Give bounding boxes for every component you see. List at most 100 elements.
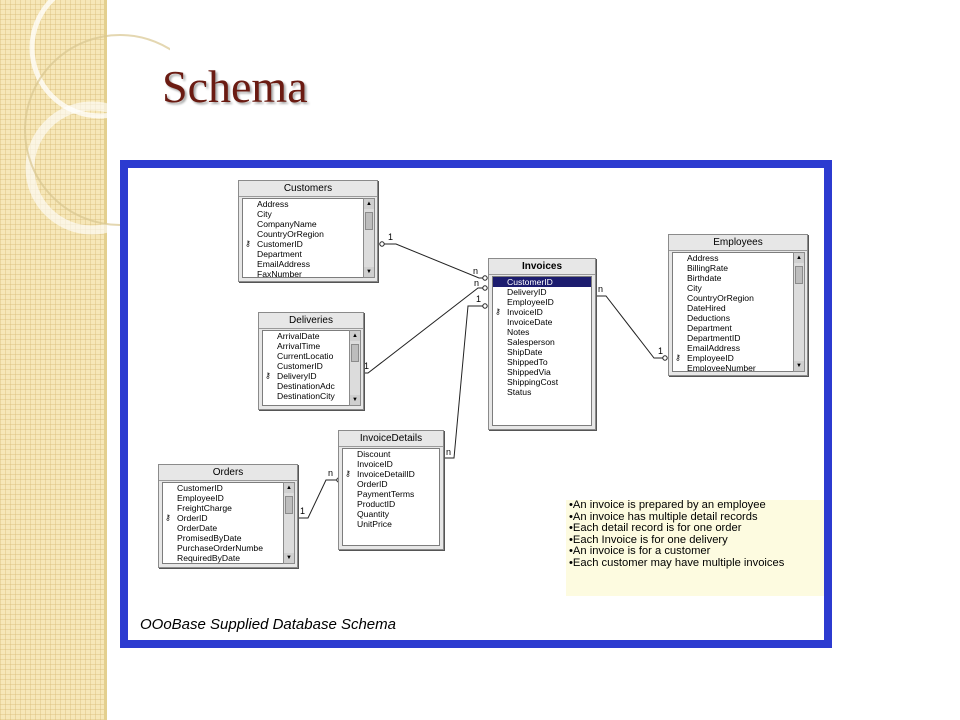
field-item[interactable]: ShippedVia <box>507 367 551 377</box>
field-item[interactable]: FaxNumber <box>257 269 302 278</box>
field-item[interactable]: PaymentTerms <box>357 489 415 499</box>
field-item[interactable]: CustomerID <box>177 483 223 493</box>
cardinality-label: 1 <box>388 232 394 242</box>
scrollbar[interactable]: ▲ ▼ <box>363 198 375 278</box>
field-item-primary-key[interactable]: ⚷OrderID <box>165 513 208 523</box>
table-title: Invoices <box>489 259 595 275</box>
field-item[interactable]: InvoiceDate <box>507 317 553 327</box>
field-item[interactable]: ShippedTo <box>507 357 548 367</box>
scroll-thumb[interactable] <box>795 266 803 284</box>
scroll-thumb[interactable] <box>365 212 373 230</box>
field-item-selected[interactable]: CustomerID <box>493 277 591 287</box>
field-item[interactable]: City <box>687 283 702 293</box>
schema-canvas: 1 n n 1 1 n n 1 n 1 Customers Address Ci… <box>128 168 824 640</box>
field-item[interactable]: ArrivalDate <box>277 331 320 341</box>
key-icon: ⚷ <box>345 469 351 478</box>
table-orders[interactable]: Orders CustomerID EmployeeID FreightChar… <box>158 464 298 568</box>
field-item[interactable]: EmailAddress <box>687 343 741 353</box>
scroll-thumb[interactable] <box>285 496 293 514</box>
relation-invoicedetails-invoices <box>442 305 485 459</box>
field-item[interactable]: ArrivalTime <box>277 341 321 351</box>
table-invoices[interactable]: Invoices CustomerID DeliveryID EmployeeI… <box>488 258 596 430</box>
field-item[interactable]: CountryOrRegion <box>687 293 754 303</box>
note-item: •Each detail record is for one order <box>569 522 742 534</box>
note-item: •An invoice is for a customer <box>569 545 711 557</box>
cardinality-label: n <box>474 278 480 288</box>
field-item[interactable]: Quantity <box>357 509 390 519</box>
field-item[interactable]: CurrentLocatio <box>277 351 334 361</box>
field-item[interactable]: RequiredByDate <box>177 553 241 563</box>
field-item[interactable]: Discount <box>357 449 391 459</box>
scroll-up-icon[interactable]: ▲ <box>350 331 360 341</box>
field-item[interactable]: Status <box>507 387 532 397</box>
scroll-thumb[interactable] <box>351 344 359 362</box>
scrollbar[interactable]: ▲ ▼ <box>283 482 295 564</box>
field-item-primary-key[interactable]: ⚷InvoiceID <box>495 307 543 317</box>
table-invoicedetails[interactable]: InvoiceDetails Discount InvoiceID ⚷Invoi… <box>338 430 444 550</box>
scroll-down-icon[interactable]: ▼ <box>284 553 294 563</box>
field-item[interactable]: EmployeeID <box>507 297 554 307</box>
field-item[interactable]: Salesperson <box>507 337 555 347</box>
table-employees[interactable]: Employees Address BillingRate Birthdate … <box>668 234 808 376</box>
scroll-down-icon[interactable]: ▼ <box>364 267 374 277</box>
field-item[interactable]: Notes <box>507 327 530 337</box>
field-item[interactable]: CountryOrRegion <box>257 229 324 239</box>
field-item[interactable]: BillingRate <box>687 263 729 273</box>
field-item[interactable]: EmployeeNumber <box>687 363 756 372</box>
scrollbar[interactable]: ▲ ▼ <box>793 252 805 372</box>
field-item[interactable]: Address <box>687 253 719 263</box>
field-item[interactable]: UnitPrice <box>357 519 392 529</box>
field-list: Address BillingRate Birthdate City Count… <box>672 252 794 372</box>
scroll-up-icon[interactable]: ▲ <box>284 483 294 493</box>
relation-invoices-employees <box>593 295 665 359</box>
cardinality-label: 1 <box>364 361 370 371</box>
field-item[interactable]: Department <box>257 249 302 259</box>
field-item[interactable]: OrderID <box>357 479 388 489</box>
field-item[interactable]: Department <box>687 323 732 333</box>
scroll-down-icon[interactable]: ▼ <box>794 361 804 371</box>
field-item[interactable]: DestinationAdc <box>277 381 335 391</box>
field-list: CustomerID EmployeeID FreightCharge ⚷Ord… <box>162 482 284 564</box>
field-item[interactable]: PurchaseOrderNumbe <box>177 543 263 553</box>
field-item[interactable]: CompanyName <box>257 219 317 229</box>
table-deliveries[interactable]: Deliveries ArrivalDate ArrivalTime Curre… <box>258 312 364 410</box>
field-item-primary-key[interactable]: ⚷EmployeeID <box>675 353 734 363</box>
key-icon: ⚷ <box>265 371 271 380</box>
scroll-down-icon[interactable]: ▼ <box>350 395 360 405</box>
key-icon: ⚷ <box>245 239 251 248</box>
field-item[interactable]: PromisedByDate <box>177 533 242 543</box>
field-item-primary-key[interactable]: ⚷CustomerID <box>245 239 303 249</box>
field-item[interactable]: DateHired <box>687 303 726 313</box>
field-item[interactable]: ProductID <box>357 499 396 509</box>
field-item[interactable]: Deductions <box>687 313 730 323</box>
field-item-primary-key[interactable]: ⚷DeliveryID <box>265 371 317 381</box>
table-title: Orders <box>159 465 297 481</box>
field-item[interactable]: CustomerID <box>277 361 323 371</box>
field-item[interactable]: EmployeeID <box>177 493 224 503</box>
field-item[interactable]: ShippingCost <box>507 377 559 387</box>
connector-dot <box>482 285 488 291</box>
field-item[interactable]: Address <box>257 199 289 209</box>
field-item-primary-key[interactable]: ⚷InvoiceDetailID <box>345 469 415 479</box>
field-item[interactable]: Birthdate <box>687 273 722 283</box>
scrollbar[interactable]: ▲ ▼ <box>349 330 361 406</box>
notes-box: •An invoice is prepared by an employee •… <box>566 499 824 596</box>
field-item[interactable]: DeliveryID <box>507 287 547 297</box>
table-customers[interactable]: Customers Address City CompanyName Count… <box>238 180 378 282</box>
table-title: Customers <box>239 181 377 197</box>
scroll-up-icon[interactable]: ▲ <box>364 199 374 209</box>
scroll-up-icon[interactable]: ▲ <box>794 253 804 263</box>
field-item[interactable]: FreightCharge <box>177 503 232 513</box>
cardinality-label: 1 <box>300 506 306 516</box>
key-icon: ⚷ <box>495 307 501 316</box>
field-item[interactable]: OrderDate <box>177 523 218 533</box>
field-item[interactable]: City <box>257 209 272 219</box>
field-item[interactable]: DestinationCity <box>277 391 335 401</box>
field-item[interactable]: EmailAddress <box>257 259 311 269</box>
field-item[interactable]: InvoiceID <box>357 459 393 469</box>
cardinality-label: n <box>328 468 334 478</box>
field-item[interactable]: DepartmentID <box>687 333 741 343</box>
schema-figure-frame: 1 n n 1 1 n n 1 n 1 Customers Address Ci… <box>120 160 832 648</box>
field-item[interactable]: ShipDate <box>507 347 543 357</box>
key-icon: ⚷ <box>165 513 171 522</box>
